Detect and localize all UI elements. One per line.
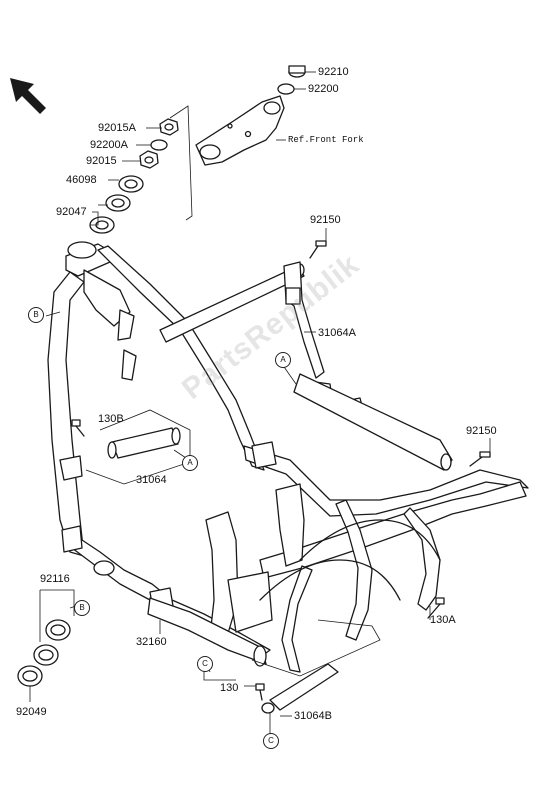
- label-92150-right: 92150: [466, 425, 497, 437]
- direction-arrow-icon: [10, 78, 46, 114]
- callout-b-frame: B: [28, 307, 44, 323]
- label-92200: 92200: [308, 83, 339, 95]
- label-130b: 130B: [98, 413, 124, 425]
- upper-fork-bracket: [195, 95, 285, 166]
- label-ref-front-fork: Ref.Front Fork: [288, 135, 364, 145]
- callout-c-pin: C: [263, 733, 279, 749]
- label-92200a: 92200A: [90, 139, 128, 151]
- label-130a: 130A: [430, 614, 456, 626]
- label-92116: 92116: [40, 573, 70, 585]
- callout-a-pin: A: [182, 455, 198, 471]
- callout-b-ring: B: [74, 600, 90, 616]
- label-92049: 92049: [16, 706, 47, 718]
- steering-group-divider: [169, 105, 193, 221]
- label-92047: 92047: [56, 206, 87, 218]
- part-92116-ring: [33, 619, 71, 666]
- label-46098: 46098: [66, 174, 97, 186]
- pin-group-divider: [85, 409, 191, 485]
- label-92150-top: 92150: [310, 214, 341, 226]
- part-92200a-washer: [150, 139, 168, 151]
- part-46098-seal: [118, 175, 144, 193]
- part-92150-bolt-top: [309, 240, 327, 259]
- label-31064a: 31064A: [318, 327, 356, 339]
- part-32160-bracket: [147, 597, 267, 667]
- label-32160: 32160: [136, 636, 167, 648]
- rear-cross-tube: [293, 373, 453, 471]
- part-92210-cap: [288, 65, 306, 78]
- part-92047-bearing: [89, 194, 131, 234]
- lower-pin-divider: [251, 619, 381, 677]
- part-31064-pin: [107, 427, 181, 459]
- label-130: 130: [220, 682, 239, 694]
- part-130b-bolt: [71, 419, 85, 437]
- part-92015a-nut: [159, 118, 179, 136]
- part-130-bolt: [255, 683, 265, 701]
- part-92200-washer: [277, 83, 295, 95]
- label-92015: 92015: [86, 155, 117, 167]
- label-92015a: 92015A: [98, 122, 136, 134]
- part-92049-seal: [17, 665, 43, 687]
- callout-c-bracket: C: [197, 656, 213, 672]
- part-92150-bolt-right: [469, 451, 491, 467]
- label-31064: 31064: [136, 474, 167, 486]
- part-92015-nut: [139, 150, 159, 169]
- label-31064b: 31064B: [294, 710, 332, 722]
- label-92210: 92210: [318, 66, 349, 78]
- part-31064b-pin: [261, 663, 339, 714]
- callout-a-bracket: A: [275, 352, 291, 368]
